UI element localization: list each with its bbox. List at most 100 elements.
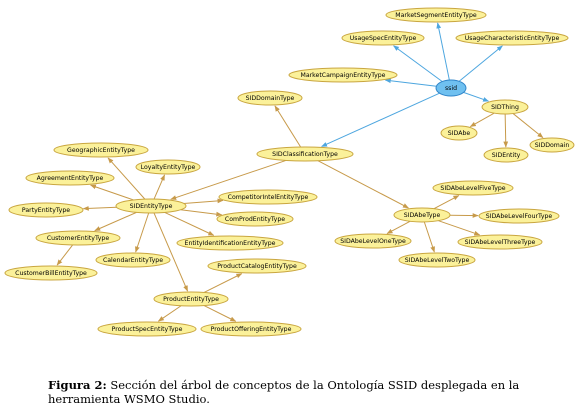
concept-node-usage-spec[interactable]: UsageSpecEntityType	[341, 30, 425, 46]
node-ellipse	[115, 198, 187, 214]
node-label: UsageSpecEntityType	[350, 35, 417, 42]
concept-node-agreement[interactable]: AgreementEntityType	[25, 170, 115, 186]
node-label: SIDDomainType	[246, 95, 295, 102]
concept-node-product[interactable]: ProductEntityType	[153, 291, 229, 307]
concept-node-product-offering[interactable]: ProductOfferingEntityType	[200, 321, 302, 337]
concept-node-sid-abe-level-four[interactable]: SIDAbeLevelFourType	[478, 208, 560, 224]
edge-ssid-to-usage-spec	[393, 45, 443, 82]
node-ellipse	[385, 7, 487, 23]
edge-ssid-to-sid-thing	[463, 91, 490, 102]
concept-node-sid-domain[interactable]: SIDDomain	[529, 137, 575, 153]
node-label: SIDAbe	[448, 130, 471, 137]
edge-sid-abe-type-to-sid-abe-level-one	[386, 220, 411, 234]
node-ellipse	[432, 180, 514, 196]
concept-node-sid-thing[interactable]: SIDThing	[481, 99, 529, 115]
node-label: SIDEntityType	[130, 203, 173, 210]
node-ellipse	[207, 258, 307, 274]
node-label: GeographicEntityType	[67, 147, 135, 154]
edge-sid-thing-to-sid-domain	[512, 113, 544, 139]
node-ellipse	[218, 189, 318, 205]
concept-node-sid-entity[interactable]: SIDEntity	[483, 147, 529, 163]
node-ellipse	[256, 146, 354, 162]
node-ellipse	[237, 90, 303, 106]
concept-node-sid-abe-level-two[interactable]: SIDAbeLevelTwoType	[398, 252, 476, 268]
edge-ssid-to-usage-characteristic	[458, 45, 503, 82]
concept-tree-diagram: ssid MarketSegmentEntityTypeUsageSpecEnti…	[4, 7, 575, 337]
concept-node-sid-domain-type[interactable]: SIDDomainType	[237, 90, 303, 106]
node-ellipse	[135, 159, 201, 175]
node-ellipse	[288, 67, 398, 83]
node-label: CustomerBillEntityType	[15, 270, 87, 277]
concept-node-sid-classification-type[interactable]: SIDClassificationType	[256, 146, 354, 162]
concept-node-customer-bill[interactable]: CustomerBillEntityType	[4, 265, 98, 281]
nodes: ssid MarketSegmentEntityTypeUsageSpecEnti…	[4, 7, 575, 337]
node-ellipse	[95, 252, 171, 268]
concept-node-sid-abe-level-three[interactable]: SIDAbeLevelThreeType	[457, 234, 543, 250]
edge-ssid-to-market-segment	[436, 22, 450, 81]
concept-node-product-spec[interactable]: ProductSpecEntityType	[97, 321, 197, 337]
concept-node-sid-abe-level-one[interactable]: SIDAbeLevelOneType	[334, 233, 412, 249]
concept-node-geographic[interactable]: GeographicEntityType	[53, 142, 149, 158]
node-ellipse	[341, 30, 425, 46]
edge-sid-entity-type-to-customer	[94, 211, 137, 232]
node-label: UsageCharacteristicEntityType	[465, 35, 560, 42]
node-ellipse	[478, 208, 560, 224]
concept-node-loyalty[interactable]: LoyaltyEntityType	[135, 159, 201, 175]
concept-node-usage-characteristic[interactable]: UsageCharacteristicEntityType	[455, 30, 569, 46]
concept-node-sid-abe[interactable]: SIDAbe	[440, 125, 478, 141]
edge-sid-abe-type-to-sid-abe-level-two	[423, 221, 435, 253]
concept-node-sid-entity-type[interactable]: SIDEntityType	[115, 198, 187, 214]
node-ellipse	[200, 321, 302, 337]
node-label: SIDThing	[491, 104, 519, 111]
node-label: ProductCatalogEntityType	[217, 263, 297, 270]
node-ellipse	[435, 79, 467, 97]
node-label: SIDAbeLevelFiveType	[440, 185, 505, 192]
concept-node-calendar[interactable]: CalendarEntityType	[95, 252, 171, 268]
edge-product-to-product-catalog	[203, 273, 243, 293]
concept-node-com-prod[interactable]: ComProdEntityType	[216, 211, 294, 227]
edge-sid-entity-type-to-party	[82, 205, 117, 211]
edge-sid-entity-type-to-entity-identification	[164, 211, 215, 236]
node-ellipse	[53, 142, 149, 158]
concept-node-product-catalog[interactable]: ProductCatalogEntityType	[207, 258, 307, 274]
concept-node-customer[interactable]: CustomerEntityType	[35, 230, 121, 246]
concept-node-party[interactable]: PartyEntityType	[8, 202, 84, 218]
concept-node-market-campaign[interactable]: MarketCampaignEntityType	[288, 67, 398, 83]
concept-node-entity-identification[interactable]: EntityIdentificationEntityType	[176, 235, 284, 251]
caption-label: Figura 2:	[48, 378, 107, 392]
node-ellipse	[25, 170, 115, 186]
edge-sid-classification-type-to-sid-abe-type	[317, 160, 409, 209]
node-ellipse	[35, 230, 121, 246]
node-ellipse	[176, 235, 284, 251]
edge-sid-thing-to-sid-abe	[469, 112, 495, 128]
node-label: CalendarEntityType	[103, 257, 163, 264]
node-label: CustomerEntityType	[47, 235, 110, 242]
concept-node-competitor-intel[interactable]: CompetitorIntelEntityType	[218, 189, 318, 205]
node-label: SIDAbeLevelOneType	[340, 238, 406, 245]
node-ellipse	[398, 252, 476, 268]
edge-sid-abe-type-to-sid-abe-level-three	[438, 220, 481, 236]
concept-node-ssid[interactable]: ssid	[435, 79, 467, 97]
node-ellipse	[393, 207, 451, 223]
node-ellipse	[216, 211, 294, 227]
edge-sid-entity-type-to-agreement	[90, 184, 134, 201]
caption-text: Sección del árbol de conceptos de la Ont…	[48, 378, 520, 406]
concept-node-sid-abe-level-five[interactable]: SIDAbeLevelFiveType	[432, 180, 514, 196]
node-ellipse	[153, 291, 229, 307]
edge-sid-classification-type-to-sid-domain-type	[274, 105, 302, 148]
node-ellipse	[4, 265, 98, 281]
node-label: SIDAbeType	[404, 212, 441, 219]
concept-node-market-segment[interactable]: MarketSegmentEntityType	[385, 7, 487, 23]
node-ellipse	[97, 321, 197, 337]
edges	[56, 22, 544, 322]
node-ellipse	[440, 125, 478, 141]
node-ellipse	[483, 147, 529, 163]
edge-sid-entity-type-to-competitor-intel	[183, 198, 224, 204]
node-ellipse	[455, 30, 569, 46]
node-label: ProductEntityType	[163, 296, 219, 303]
node-ellipse	[457, 234, 543, 250]
concept-node-sid-abe-type[interactable]: SIDAbeType	[393, 207, 451, 223]
node-ellipse	[8, 202, 84, 218]
node-label: SIDAbeLevelThreeType	[465, 239, 536, 246]
node-label: SIDDomain	[535, 142, 570, 149]
